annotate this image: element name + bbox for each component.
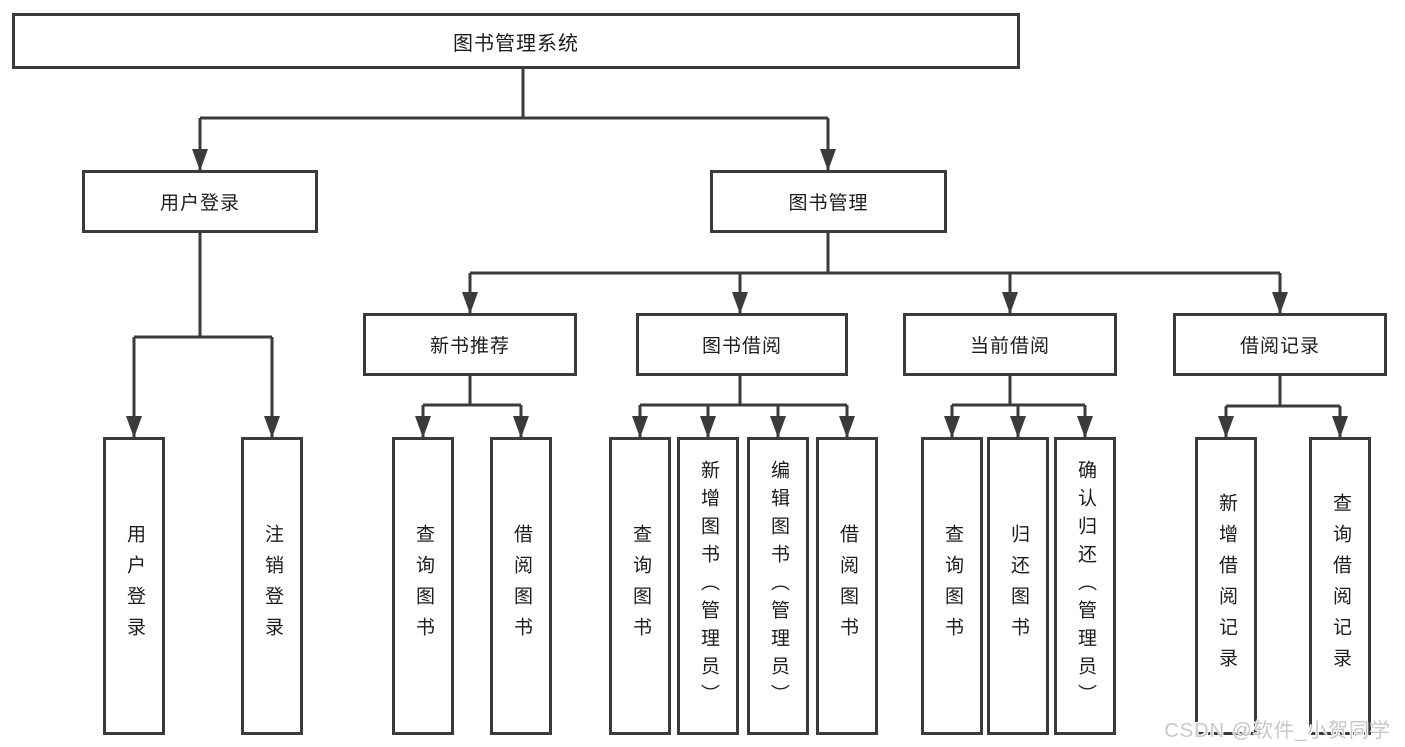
- leaf-add-borrow-record-label: 新增借阅记录: [1215, 493, 1237, 679]
- leaf-logout: 注销登录: [241, 437, 303, 735]
- node-library-system: 图书管理系统: [12, 13, 1020, 69]
- connector-book-management: [470, 233, 1280, 275]
- leaf-borrow-books-borrowing-label: 借阅图书: [836, 524, 858, 648]
- leaf-return-books: 归还图书: [987, 437, 1049, 735]
- csdn-watermark: CSDN @软件_小贺同学: [1164, 720, 1391, 742]
- leaf-confirm-return-admin: 确认归还（管理员）: [1054, 437, 1116, 735]
- connector-user-login: [134, 233, 272, 339]
- leaf-edit-books-admin: 编辑图书（管理员）: [747, 437, 809, 735]
- leaf-borrow-books-borrowing: 借阅图书: [816, 437, 878, 735]
- node-book-management: 图书管理: [710, 170, 947, 233]
- connector-borrowing-records: [1226, 376, 1340, 408]
- leaf-query-books-recommend: 查询图书: [392, 437, 454, 735]
- connector-current-borrowing: [952, 376, 1085, 407]
- leaf-query-books-borrowing-label: 查询图书: [629, 524, 651, 648]
- leaf-add-books-admin-label: 新增图书（管理员）: [697, 460, 719, 712]
- node-user-login: 用户登录: [82, 170, 318, 233]
- leaf-borrow-books-recommend: 借阅图书: [490, 437, 552, 735]
- leaf-query-borrow-record: 查询借阅记录: [1309, 437, 1371, 735]
- leaf-user-login: 用户登录: [103, 437, 165, 735]
- leaf-logout-label: 注销登录: [261, 524, 283, 648]
- leaf-user-login-label: 用户登录: [123, 524, 145, 648]
- node-borrowing-records: 借阅记录: [1173, 313, 1387, 376]
- connector-root: [200, 69, 828, 120]
- leaf-query-books-borrowing: 查询图书: [609, 437, 671, 735]
- connector-book-borrowing: [640, 376, 847, 407]
- leaf-return-books-label: 归还图书: [1007, 524, 1029, 648]
- leaf-query-books-current-label: 查询图书: [941, 524, 963, 648]
- leaf-query-books-recommend-label: 查询图书: [412, 524, 434, 648]
- node-new-book-recommendation: 新书推荐: [363, 313, 577, 376]
- leaf-add-borrow-record: 新增借阅记录: [1195, 437, 1257, 735]
- leaf-query-books-current: 查询图书: [921, 437, 983, 735]
- leaf-query-borrow-record-label: 查询借阅记录: [1329, 493, 1351, 679]
- leaf-borrow-books-recommend-label: 借阅图书: [510, 524, 532, 648]
- node-current-borrowing: 当前借阅: [903, 313, 1117, 376]
- leaf-confirm-return-admin-label: 确认归还（管理员）: [1074, 460, 1096, 712]
- connector-new-book: [423, 376, 521, 407]
- node-book-borrowing: 图书借阅: [636, 313, 848, 376]
- leaf-add-books-admin: 新增图书（管理员）: [677, 437, 739, 735]
- leaf-edit-books-admin-label: 编辑图书（管理员）: [767, 460, 789, 712]
